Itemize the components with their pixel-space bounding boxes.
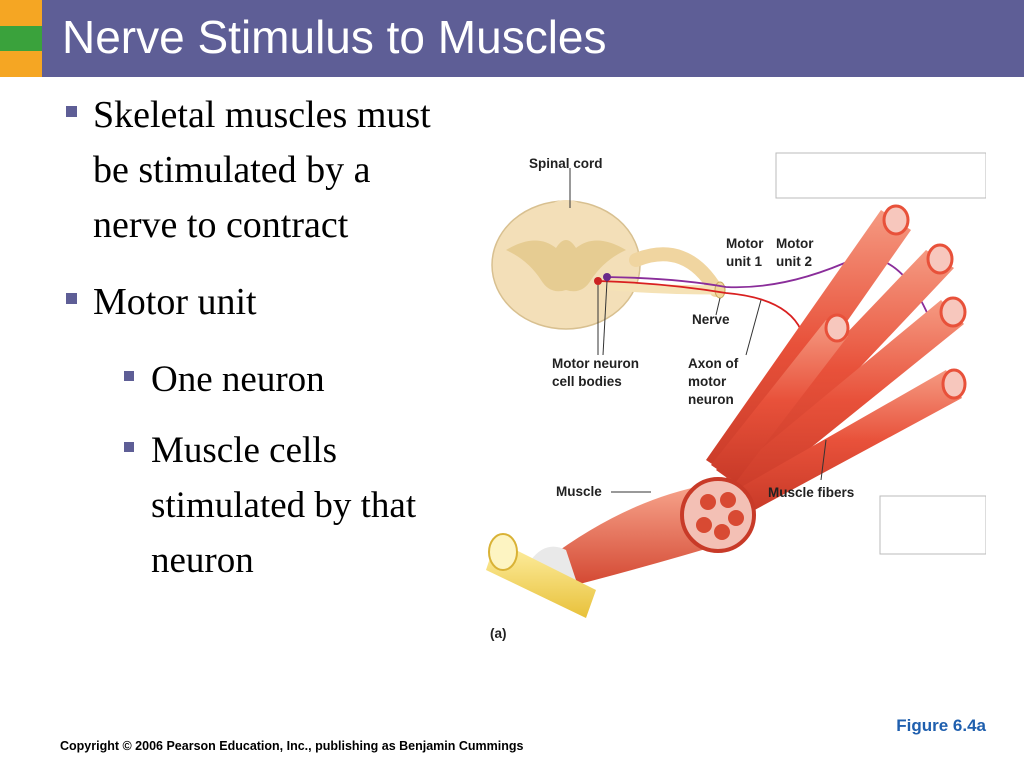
square-bullet-icon xyxy=(124,442,134,452)
bullet-list: Skeletal muscles must be stimulated by a… xyxy=(62,88,462,604)
sub-bullet-text: One neuron xyxy=(151,359,325,400)
figure-reference: Figure 6.4a xyxy=(896,716,986,735)
sub-bullet-text: Muscle cells stimulated by that neuron xyxy=(151,430,417,581)
corner-accent-middle xyxy=(0,26,42,51)
label-motor-neuron-line1: Motor neuron xyxy=(552,356,639,371)
sub-bullet-item: One neuron xyxy=(120,352,462,407)
motor-unit-illustration: Spinal cord Motor unit 1 Motor unit 2 Ne… xyxy=(486,152,986,641)
title-bar xyxy=(42,0,1024,77)
square-bullet-icon xyxy=(124,371,134,381)
label-spinal-cord: Spinal cord xyxy=(529,156,603,171)
spinal-cord-shape xyxy=(491,200,723,330)
corner-accent-top xyxy=(0,0,42,26)
label-motor-unit-2-line2: unit 2 xyxy=(776,254,812,269)
label-muscle: Muscle xyxy=(556,484,602,499)
label-axon-line1: Axon of xyxy=(688,356,739,371)
slide-title: Nerve Stimulus to Muscles xyxy=(62,11,607,63)
motor-unit-2-axon xyxy=(605,256,937,336)
square-bullet-icon xyxy=(66,293,77,304)
bullet-item: Motor unit xyxy=(62,275,462,330)
label-nerve: Nerve xyxy=(692,312,730,327)
leader-lines xyxy=(569,168,827,493)
label-axon-line2: motor xyxy=(688,374,727,389)
sub-bullet-item: Muscle cells stimulated by that neuron xyxy=(120,423,462,588)
label-motor-neuron-line2: cell bodies xyxy=(552,374,622,389)
blank-label-box-top xyxy=(775,152,986,199)
tendon-shape xyxy=(486,533,596,618)
bullet-text: Motor unit xyxy=(93,281,257,323)
label-panel-a: (a) xyxy=(490,626,507,641)
corner-accent-bottom xyxy=(0,51,42,77)
blank-label-box-bottom xyxy=(879,495,986,555)
square-bullet-icon xyxy=(66,106,77,117)
label-motor-unit-1-line2: unit 1 xyxy=(726,254,762,269)
motor-neuron-cell-body xyxy=(603,273,611,281)
copyright-notice: Copyright © 2006 Pearson Education, Inc.… xyxy=(60,739,524,753)
label-axon-line3: neuron xyxy=(688,392,734,407)
label-motor-unit-1-line1: Motor xyxy=(726,236,764,251)
motor-neuron-cell-body xyxy=(594,277,602,285)
bullet-text: Skeletal muscles must be stimulated by a… xyxy=(93,94,431,246)
label-motor-unit-2-line1: Motor xyxy=(776,236,814,251)
bullet-item: Skeletal muscles must be stimulated by a… xyxy=(62,88,462,253)
muscle-fibers-shape xyxy=(706,204,967,512)
label-muscle-fibers: Muscle fibers xyxy=(768,485,854,500)
